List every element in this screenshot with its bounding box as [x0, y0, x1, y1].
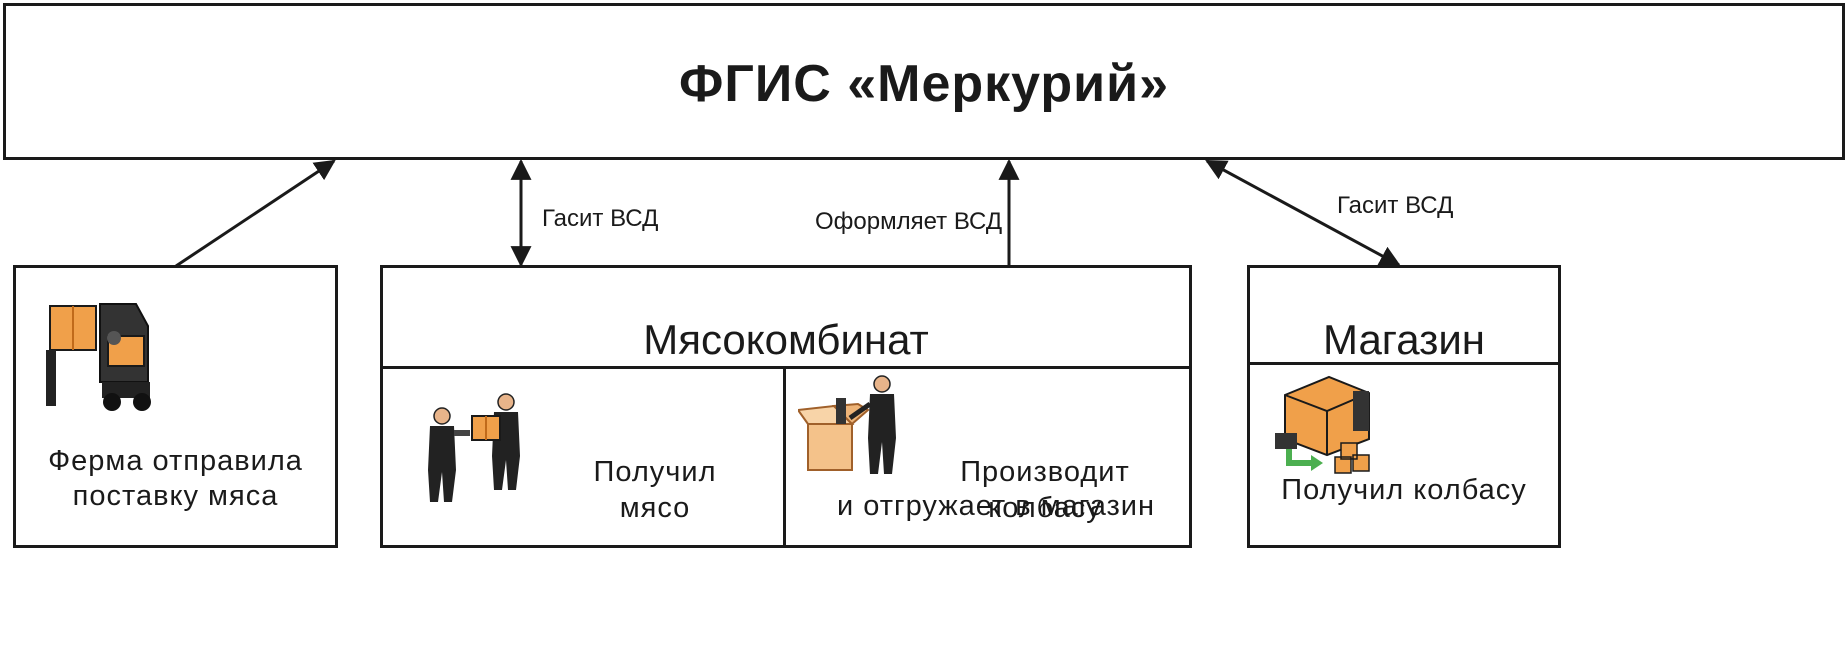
store-header-divider — [1247, 362, 1561, 365]
plant-right-caption-line2: и отгружает в магазин — [836, 490, 1156, 522]
system-title: ФГИС «Меркурий» — [678, 55, 1170, 113]
plant-left-caption: Получил мясо — [593, 456, 717, 524]
plant-header-divider — [380, 366, 1192, 369]
plant-arrow-label: Гасит ВСД — [542, 205, 659, 232]
plant-right-caption-line1: Производит колбасу — [960, 456, 1130, 524]
system-box: ФГИС «Меркурий» — [3, 3, 1845, 160]
farm-caption-line2: поставку мяса — [72, 480, 279, 512]
delivery-icon — [1275, 375, 1370, 474]
packing-icon — [798, 375, 896, 474]
store-title: Магазин — [1322, 316, 1485, 363]
handover-icon — [428, 393, 520, 502]
farm-caption-line1: Ферма отправила — [48, 445, 303, 477]
forklift-icon — [46, 303, 151, 411]
store-system-arrow — [1205, 159, 1401, 267]
plant-box — [380, 265, 1192, 548]
plant-section-divider — [783, 367, 786, 547]
farm-box: Ферма отправила поставку мяса — [13, 265, 338, 548]
farm-to-system-arrow — [175, 159, 336, 268]
store-caption: Получил колбасу — [1281, 474, 1527, 506]
issue-arrow-label: Оформляет ВСД — [815, 208, 1003, 235]
plant-title: Мясокомбинат — [643, 316, 929, 363]
